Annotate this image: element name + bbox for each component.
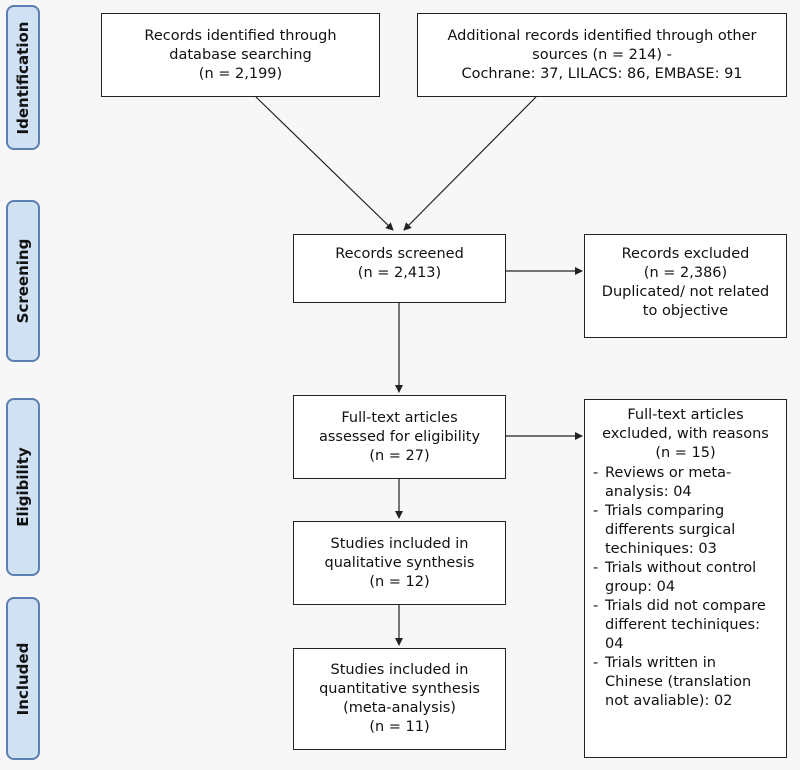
exclusion-reason-line: Trials without control	[605, 560, 757, 576]
fulltext-excluded-heading-line-2: excluded, with reasons	[602, 426, 769, 442]
fulltext-assessed-line-2: assessed for eligibility	[318, 428, 481, 445]
exclusion-reason-line: not avaliable): 02	[605, 693, 733, 709]
quantitative-synthesis-line-1: Studies included in	[330, 662, 469, 678]
phase-identification-label: Identification	[14, 21, 32, 134]
quantitative-synthesis-box: Studies included in quantitative synthes…	[293, 648, 506, 750]
database-records-box: Records identified through database sear…	[101, 13, 380, 97]
exclusion-reason-line: Trials written in	[605, 655, 716, 671]
other-sources-box: Additional records identified through ot…	[417, 13, 787, 97]
exclusion-reason-surgical-techniques: Trials comparing differents surgical tec…	[593, 502, 778, 559]
arrow-other-to-screened	[403, 96, 537, 231]
exclusion-reason-line: Trials comparing	[605, 503, 725, 519]
exclusion-reason-line: Trials did not compare	[605, 598, 766, 614]
arrow-database-to-screened	[255, 96, 394, 231]
records-excluded-line-3: Duplicated/ not related	[601, 284, 770, 300]
qualitative-synthesis-line-2: qualitative synthesis	[324, 554, 475, 571]
records-excluded-line-1: Records excluded	[621, 246, 750, 262]
records-screened-line-1: Records screened	[335, 246, 464, 262]
exclusion-reason-line: group: 04	[605, 579, 676, 595]
quantitative-synthesis-line-4: (n = 11)	[369, 719, 430, 735]
quantitative-synthesis-line-3: (meta-analysis)	[343, 700, 456, 716]
other-sources-line-2: sources (n = 214) -	[532, 46, 672, 63]
qualitative-synthesis-line-3: (n = 12)	[369, 573, 430, 590]
exclusion-reason-line: Chinese (translation	[605, 674, 752, 690]
records-screened-box: Records screened (n = 2,413)	[293, 234, 506, 303]
phase-eligibility: Eligibility	[6, 398, 40, 576]
fulltext-excluded-heading-line-1: Full-text articles	[627, 407, 744, 423]
phase-eligibility-label: Eligibility	[14, 447, 32, 527]
exclusion-reason-no-control-group: Trials without control group: 04	[593, 559, 778, 597]
exclusion-reason-line: techiniques: 03	[605, 541, 717, 557]
other-sources-line-1: Additional records identified through ot…	[447, 27, 757, 44]
phase-screening-label: Screening	[14, 238, 32, 324]
exclusion-reason-chinese: Trials written in Chinese (translation n…	[593, 654, 778, 711]
records-excluded-line-4: to objective	[642, 303, 729, 319]
phase-included-label: Included	[14, 642, 32, 715]
fulltext-assessed-line-3: (n = 27)	[369, 447, 430, 464]
fulltext-assessed-box: Full-text articles assessed for eligibil…	[293, 395, 506, 479]
phase-identification: Identification	[6, 5, 40, 150]
records-excluded-line-2: (n = 2,386)	[643, 265, 728, 281]
fulltext-excluded-box: Full-text articles excluded, with reason…	[584, 399, 787, 758]
qualitative-synthesis-box: Studies included in qualitative synthesi…	[293, 521, 506, 605]
exclusion-reason-line: 04	[605, 636, 624, 652]
exclusion-reason-line: different techiniques:	[605, 617, 760, 633]
database-records-line-2: database searching	[169, 46, 312, 63]
phase-included: Included	[6, 597, 40, 760]
records-screened-line-2: (n = 2,413)	[357, 265, 442, 281]
database-records-line-3: (n = 2,199)	[198, 65, 283, 82]
fulltext-assessed-line-1: Full-text articles	[341, 409, 458, 426]
exclusion-reason-line: differents surgical	[605, 522, 736, 538]
records-excluded-box: Records excluded (n = 2,386) Duplicated/…	[584, 234, 787, 338]
fulltext-excluded-heading-line-3: (n = 15)	[655, 445, 716, 461]
exclusion-reason-line: analysis: 04	[605, 484, 692, 500]
phase-screening: Screening	[6, 200, 40, 362]
exclusion-reasons-list: Reviews or meta- analysis: 04 Trials com…	[593, 464, 778, 711]
exclusion-reason-reviews: Reviews or meta- analysis: 04	[593, 464, 778, 502]
quantitative-synthesis-line-2: quantitative synthesis	[319, 681, 480, 697]
fulltext-excluded-heading: Full-text articles excluded, with reason…	[593, 406, 778, 463]
other-sources-line-3: Cochrane: 37, LILACS: 86, EMBASE: 91	[461, 65, 743, 82]
database-records-line-1: Records identified through	[144, 27, 337, 44]
exclusion-reason-no-comparison: Trials did not compare different techini…	[593, 597, 778, 654]
exclusion-reason-line: Reviews or meta-	[605, 465, 732, 481]
qualitative-synthesis-line-1: Studies included in	[330, 535, 469, 552]
